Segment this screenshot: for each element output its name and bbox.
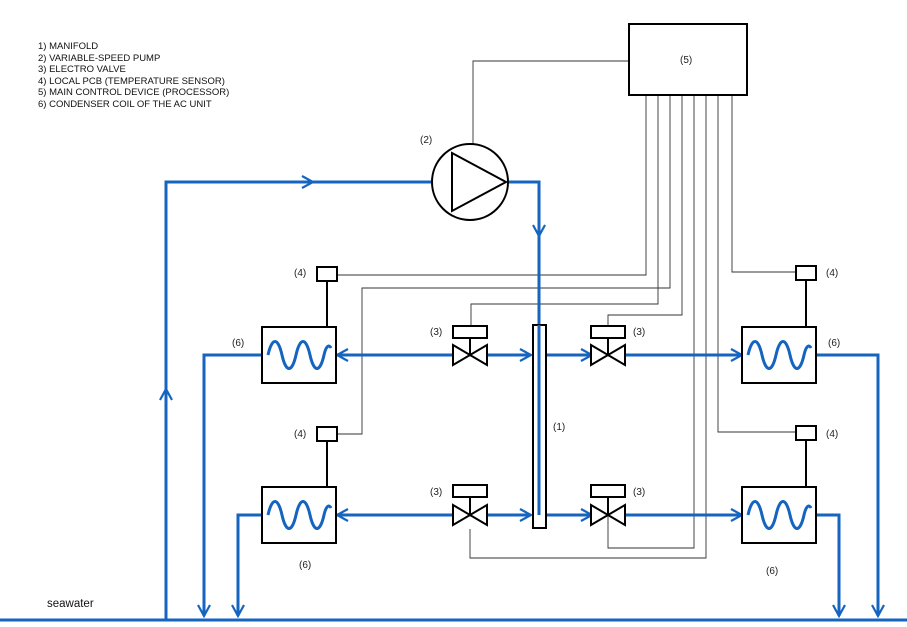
valve-top-right: (3): [590, 325, 645, 367]
valve-label: (3): [430, 487, 442, 498]
pump-triangle-icon: [451, 151, 509, 213]
wire-pcb-top-right: [731, 95, 796, 273]
main-controller: (5): [628, 23, 748, 96]
discharge-top-left: [204, 353, 262, 616]
pcb-label: (4): [294, 429, 306, 440]
wire-pump: [472, 60, 629, 145]
valve-top-left: (3): [430, 325, 488, 367]
pcb-label: (4): [826, 429, 838, 440]
coil-bottom-left: (6): [261, 486, 337, 571]
water-piping: [0, 180, 907, 622]
controller-label: (5): [680, 55, 692, 66]
pcb-top-left: (4): [294, 266, 338, 327]
valve-actuator: [590, 484, 626, 498]
coil-wave-icon: [266, 340, 333, 370]
coil-wave-icon: [746, 340, 813, 370]
wire-pcb-bottom-right: [717, 95, 796, 433]
discharge-top-right: [817, 353, 878, 616]
pcb-label: (4): [294, 268, 306, 279]
pcb-box: [316, 266, 338, 282]
control-wiring: [337, 60, 796, 559]
coil-wave-icon: [746, 500, 813, 530]
valve-label: (3): [633, 487, 645, 498]
wire-valve-bottom-left: [469, 95, 707, 559]
legend-item-controller: 5) MAIN CONTROL DEVICE (PROCESSOR): [38, 87, 230, 99]
pcb-box: [795, 425, 817, 441]
coil-label: (6): [232, 338, 244, 349]
valve-bowtie-icon: [452, 343, 488, 367]
coil-wave-icon: [266, 500, 333, 530]
valve-actuator: [452, 484, 488, 498]
pcb-top-right: (4): [795, 265, 838, 327]
valve-actuator: [452, 325, 488, 339]
pump-label: (2): [420, 135, 432, 146]
valve-bowtie-icon: [452, 503, 488, 527]
coil-top-right: (6): [741, 326, 840, 384]
manifold-label: (1): [553, 422, 565, 433]
wire-pcb-top-left: [337, 95, 647, 276]
intake-pipe: [164, 180, 432, 620]
discharge-bottom-left: [238, 513, 262, 616]
legend: 1) MANIFOLD 2) VARIABLE-SPEED PUMP 3) EL…: [38, 41, 229, 111]
legend-item-coil: 6) CONDENSER COIL OF THE AC UNIT: [38, 98, 212, 110]
coil-label: (6): [299, 560, 311, 571]
legend-item-pcb: 4) LOCAL PCB (TEMPERATURE SENSOR): [38, 75, 225, 87]
wire-valve-bottom-right: [607, 95, 695, 549]
valve-bowtie-icon: [590, 503, 626, 527]
legend-item-pump: 2) VARIABLE-SPEED PUMP: [38, 52, 161, 64]
manifold: (1): [532, 324, 565, 529]
legend-item-manifold: 1) MANIFOLD: [38, 41, 99, 52]
pcb-bottom-left: (4): [294, 426, 338, 487]
pcb-label: (4): [826, 268, 838, 279]
wire-valve-top-left: [470, 95, 659, 327]
pcb-box: [316, 426, 338, 442]
valve-bottom-left: (3): [430, 484, 488, 527]
valve-label: (3): [633, 327, 645, 338]
valve-bowtie-icon: [590, 343, 626, 367]
coil-box: [741, 326, 817, 384]
valve-label: (3): [430, 327, 442, 338]
coil-label: (6): [828, 338, 840, 349]
coil-bottom-right: (6): [741, 486, 817, 577]
controller-box: [628, 23, 748, 96]
pump: (2): [420, 135, 509, 221]
wire-valve-top-right: [607, 95, 683, 328]
pcb-box: [795, 265, 817, 281]
legend-item-valve: 3) ELECTRO VALVE: [38, 64, 126, 76]
seawater-label: seawater: [47, 598, 94, 610]
wire-pcb-bottom-left: [337, 95, 671, 435]
coil-top-left: (6): [232, 326, 337, 384]
pcb-bottom-right: (4): [795, 425, 838, 487]
valve-bottom-right: (3): [590, 484, 645, 527]
discharge-bottom-right: [817, 513, 839, 616]
coil-label: (6): [766, 566, 778, 577]
valve-actuator: [590, 325, 626, 339]
